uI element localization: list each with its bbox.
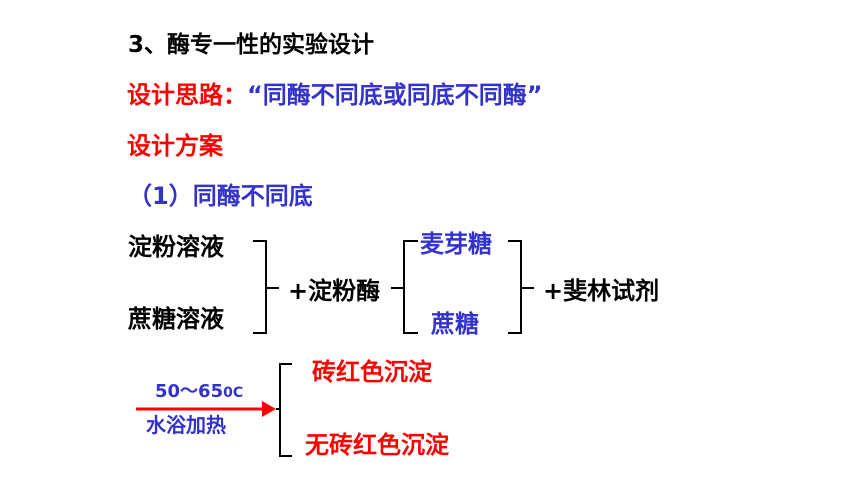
maltose-label: 麦芽糖 [420, 230, 492, 258]
heating-arrow-head [262, 401, 276, 417]
design-idea-line: 设计思路：“同酶不同底或同底不同酶” [127, 83, 543, 107]
water-bath-heating-label: 水浴加热 [146, 413, 226, 437]
sucrose-solution-label: 蔗糖溶液 [128, 305, 224, 333]
amylase-label: +淀粉酶 [288, 277, 381, 305]
result-brick-red-precipitate: 砖红色沉淀 [312, 358, 432, 386]
sucrose-label: 蔗糖 [431, 310, 479, 338]
section-heading: 3、酶专一性的实验设计 [128, 32, 375, 58]
results-bracket [279, 363, 292, 457]
design-idea-label: 设计思路： [127, 81, 247, 109]
starch-solution-label: 淀粉溶液 [128, 233, 224, 261]
design-plan-label: 设计方案 [127, 132, 223, 160]
temperature-condition: 50～650C [155, 383, 243, 401]
fehling-reagent-label: +斐林试剂 [543, 277, 660, 305]
case-1-title: （1）同酶不同底 [128, 182, 313, 210]
products-right-bracket [508, 240, 522, 334]
design-idea-content: “同酶不同底或同底不同酶” [247, 81, 543, 109]
solutions-bracket [253, 240, 267, 334]
temperature-unit: 0C [223, 385, 244, 401]
temperature-range: 50～65 [155, 381, 224, 402]
products-left-bracket [403, 240, 418, 334]
result-no-precipitate: 无砖红色沉淀 [305, 431, 449, 459]
